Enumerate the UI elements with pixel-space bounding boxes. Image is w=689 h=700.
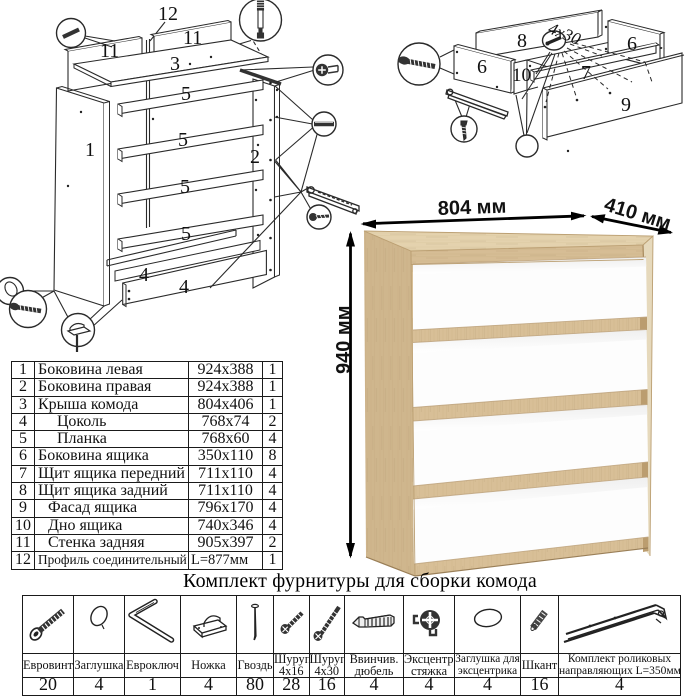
svg-text:5: 5: [181, 83, 191, 105]
svg-text:5: 5: [181, 223, 191, 245]
svg-text:1: 1: [85, 139, 95, 161]
svg-text:11: 11: [100, 40, 119, 62]
svg-text:11: 11: [183, 27, 202, 49]
svg-text:7: 7: [581, 62, 591, 84]
svg-text:3: 3: [170, 53, 180, 75]
svg-text:8: 8: [517, 30, 527, 52]
svg-text:4: 4: [139, 264, 149, 286]
svg-text:6: 6: [477, 56, 487, 78]
svg-text:2: 2: [250, 146, 260, 168]
svg-text:410 мм: 410 мм: [602, 194, 674, 235]
svg-text:940 мм: 940 мм: [333, 305, 355, 374]
svg-text:5: 5: [180, 176, 190, 198]
svg-text:804 мм: 804 мм: [437, 196, 506, 220]
svg-text:10: 10: [512, 65, 531, 86]
svg-text:12: 12: [158, 3, 178, 25]
svg-text:9: 9: [621, 94, 631, 116]
svg-text:5: 5: [178, 129, 188, 151]
svg-text:6: 6: [627, 33, 637, 55]
svg-text:4: 4: [179, 276, 189, 298]
